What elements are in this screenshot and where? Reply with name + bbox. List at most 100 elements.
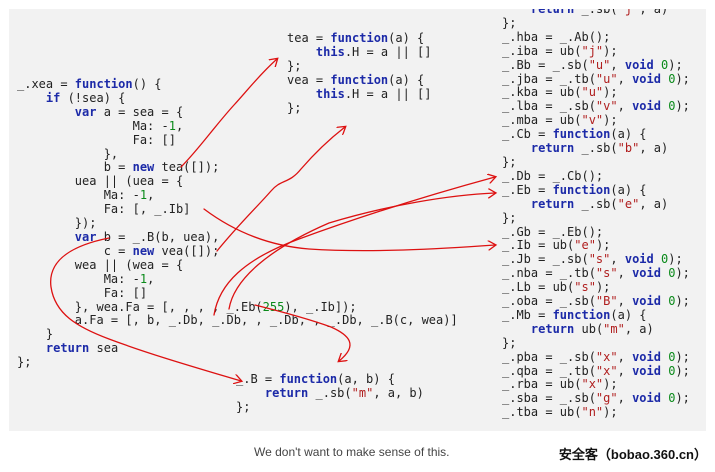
code-number: 0 — [668, 349, 676, 364]
code-line: _.Lb = ub("s"); — [502, 280, 611, 295]
code-keyword: void — [632, 294, 661, 309]
caption: We don't want to make sense of this. — [254, 445, 450, 459]
code-line: Fa: [, _.Ib] — [17, 202, 191, 217]
code-number: 0 — [660, 57, 669, 72]
code-line: return _.sb("e", a) — [530, 196, 669, 211]
code-keyword: var — [74, 104, 97, 119]
code-keyword: new — [132, 160, 155, 175]
code-line: _.Cb = function(a) { — [502, 127, 647, 142]
code-keyword: if — [45, 90, 61, 105]
code-keyword: void — [632, 266, 661, 281]
code-line: _.qba = _.tb("x", void 0); — [502, 363, 690, 378]
code-keyword: return — [530, 9, 575, 16]
code-line: tea = function(a) { — [287, 31, 425, 45]
code-line: }; — [17, 355, 32, 370]
code-number: 0 — [668, 71, 676, 86]
code-string: "j" — [581, 43, 604, 58]
code-number: 0 — [660, 252, 669, 267]
code-line: }; — [502, 15, 517, 30]
code-keyword: this — [315, 86, 345, 101]
code-keyword: void — [632, 99, 661, 114]
code-line: return ub("m", a) — [530, 321, 654, 336]
code-line: Fa: [] — [17, 285, 148, 300]
code-string: "u" — [581, 85, 604, 100]
code-line: this.H = a || [] — [315, 44, 432, 59]
code-line: _.Ib = ub("e"); — [502, 238, 611, 253]
code-line: _.Mb = function(a) { — [502, 307, 647, 322]
code-block-xea: _.xea = function() { if (!sea) { var a =… — [17, 77, 458, 370]
code-line: _.Jb = _.sb("s", void 0); — [502, 252, 683, 267]
code-string: "s" — [588, 252, 611, 267]
code-line: _.tba = ub("n"); — [502, 405, 618, 420]
code-line: }, wea.Fa = [, , , , _.Eb(255), _.Ib]); — [17, 299, 357, 314]
code-line: var a = sea = { — [74, 104, 184, 119]
code-number: 1 — [139, 271, 148, 286]
code-line: _.pba = _.sb("x", void 0); — [502, 349, 690, 364]
code-block-tea-vea: tea = function(a) { this.H = a || [] }; … — [287, 31, 432, 115]
code-string: "m" — [351, 385, 374, 400]
code-string: "B" — [595, 294, 618, 309]
code-line: wea || (wea = { — [17, 257, 184, 272]
code-keyword: new — [132, 243, 155, 258]
code-string: "m" — [603, 321, 625, 336]
code-line: _.kba = ub("u"); — [502, 85, 618, 100]
code-keyword: function — [74, 77, 133, 91]
code-number: 0 — [668, 266, 676, 281]
code-string: "s" — [595, 266, 618, 281]
code-line: return _.sb("m", a, b) — [264, 385, 424, 400]
code-keyword: void — [632, 71, 661, 86]
code-keyword: function — [279, 372, 338, 386]
code-string: "b" — [617, 141, 640, 156]
code-line: Ma: -1, — [17, 271, 155, 286]
code-number: 1 — [168, 118, 176, 133]
code-string: "s" — [574, 280, 596, 295]
code-keyword: var — [74, 229, 97, 244]
code-line: Fa: [] — [17, 132, 176, 147]
code-line: _.Db = _.Cb(); — [502, 168, 604, 183]
code-keyword: void — [632, 363, 661, 378]
code-keyword: function — [552, 127, 611, 142]
code-line: }, — [17, 146, 119, 161]
code-line: }; — [502, 154, 517, 169]
code-string: "e" — [617, 196, 640, 211]
code-string: "x" — [581, 377, 604, 392]
code-line: _.iba = ub("j"); — [502, 43, 618, 58]
code-line: vea = function(a) { — [287, 72, 425, 87]
code-line: }; — [287, 58, 302, 73]
code-number: 0 — [668, 363, 676, 378]
code-line: var b = _.B(b, uea), — [74, 229, 220, 244]
code-string: "v" — [595, 99, 618, 114]
code-keyword: return — [530, 196, 575, 211]
code-number: 255 — [262, 299, 285, 314]
code-line: if (!sea) { — [45, 90, 126, 105]
code-line: _.Bb = _.sb("u", void 0); — [502, 57, 683, 72]
code-line: uea || (uea = { — [17, 174, 184, 189]
code-string: "u" — [588, 57, 611, 72]
code-number: 0 — [668, 99, 676, 114]
code-number: 0 — [668, 294, 676, 309]
code-string: "x" — [595, 363, 618, 378]
code-line: return sea — [45, 341, 119, 356]
code-keyword: return — [530, 141, 575, 156]
code-string: "e" — [574, 238, 596, 253]
code-line: c = new vea([]); — [17, 243, 220, 258]
code-keyword: void — [624, 252, 654, 267]
code-line: }; — [287, 100, 302, 115]
code-keyword: void — [632, 349, 661, 364]
code-keyword: function — [552, 307, 611, 322]
code-line: }; — [502, 210, 517, 225]
code-keyword: function — [330, 72, 389, 87]
code-line: return _.sb("j", a) — [502, 9, 668, 16]
code-line: _.sba = _.sb("g", void 0); — [502, 391, 690, 406]
code-line: this.H = a || [] — [315, 86, 432, 101]
watermark: 安全客（bobao.360.cn） — [558, 447, 707, 462]
code-line: _.lba = _.sb("v", void 0); — [502, 99, 690, 114]
code-number: 0 — [668, 391, 676, 406]
code-number: 1 — [139, 188, 148, 203]
code-string: "v" — [581, 113, 604, 128]
code-line: _.nba = _.tb("s", void 0); — [502, 266, 690, 281]
code-line: _.hba = _.Ab(); — [502, 29, 611, 44]
code-line: _.mba = ub("v"); — [502, 113, 618, 128]
code-line: Ma: -1, — [17, 118, 184, 133]
code-line: } — [17, 327, 54, 342]
